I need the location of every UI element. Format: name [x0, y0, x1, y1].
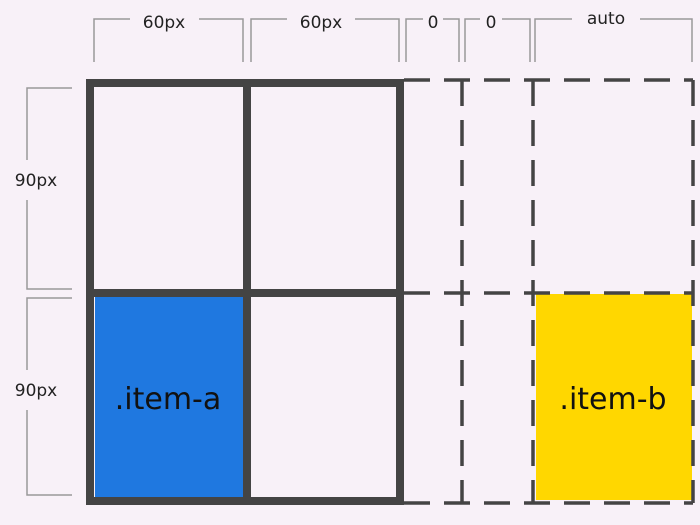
row-size-label-2: 90px: [15, 381, 57, 401]
item-a-box: [95, 297, 243, 499]
item-a-label: .item-a: [115, 382, 222, 417]
item-b-box: [536, 294, 692, 500]
column-bracket-4-left: [464, 18, 480, 62]
column-size-label-5: auto: [587, 9, 625, 29]
column-bracket-3-left: [405, 18, 423, 62]
implicit-grid-lines: [404, 78, 695, 505]
column-bracket-2-left: [250, 18, 287, 62]
row-bracket-1-top: [26, 87, 72, 160]
column-bracket-5-right: [640, 18, 693, 62]
column-size-label-2: 60px: [300, 13, 342, 33]
column-bracket-1-right: [199, 18, 244, 62]
row-dimension-brackets: [26, 87, 72, 496]
column-size-label-1: 60px: [143, 13, 185, 33]
row-bracket-1-bottom: [26, 200, 72, 290]
column-size-label-4: 0: [486, 13, 497, 33]
column-bracket-2-right: [355, 18, 400, 62]
column-bracket-1-left: [93, 18, 130, 62]
item-b-label: .item-b: [559, 382, 666, 417]
row-bracket-2-top: [26, 297, 72, 370]
column-size-label-3: 0: [428, 13, 439, 33]
row-bracket-2-bottom: [26, 410, 72, 496]
column-bracket-4-right: [502, 18, 531, 62]
column-dimension-brackets: [93, 18, 693, 62]
column-bracket-5-left: [534, 18, 572, 62]
explicit-grid: [86, 79, 404, 505]
row-size-label-1: 90px: [15, 171, 57, 191]
column-bracket-3-right: [443, 18, 460, 62]
